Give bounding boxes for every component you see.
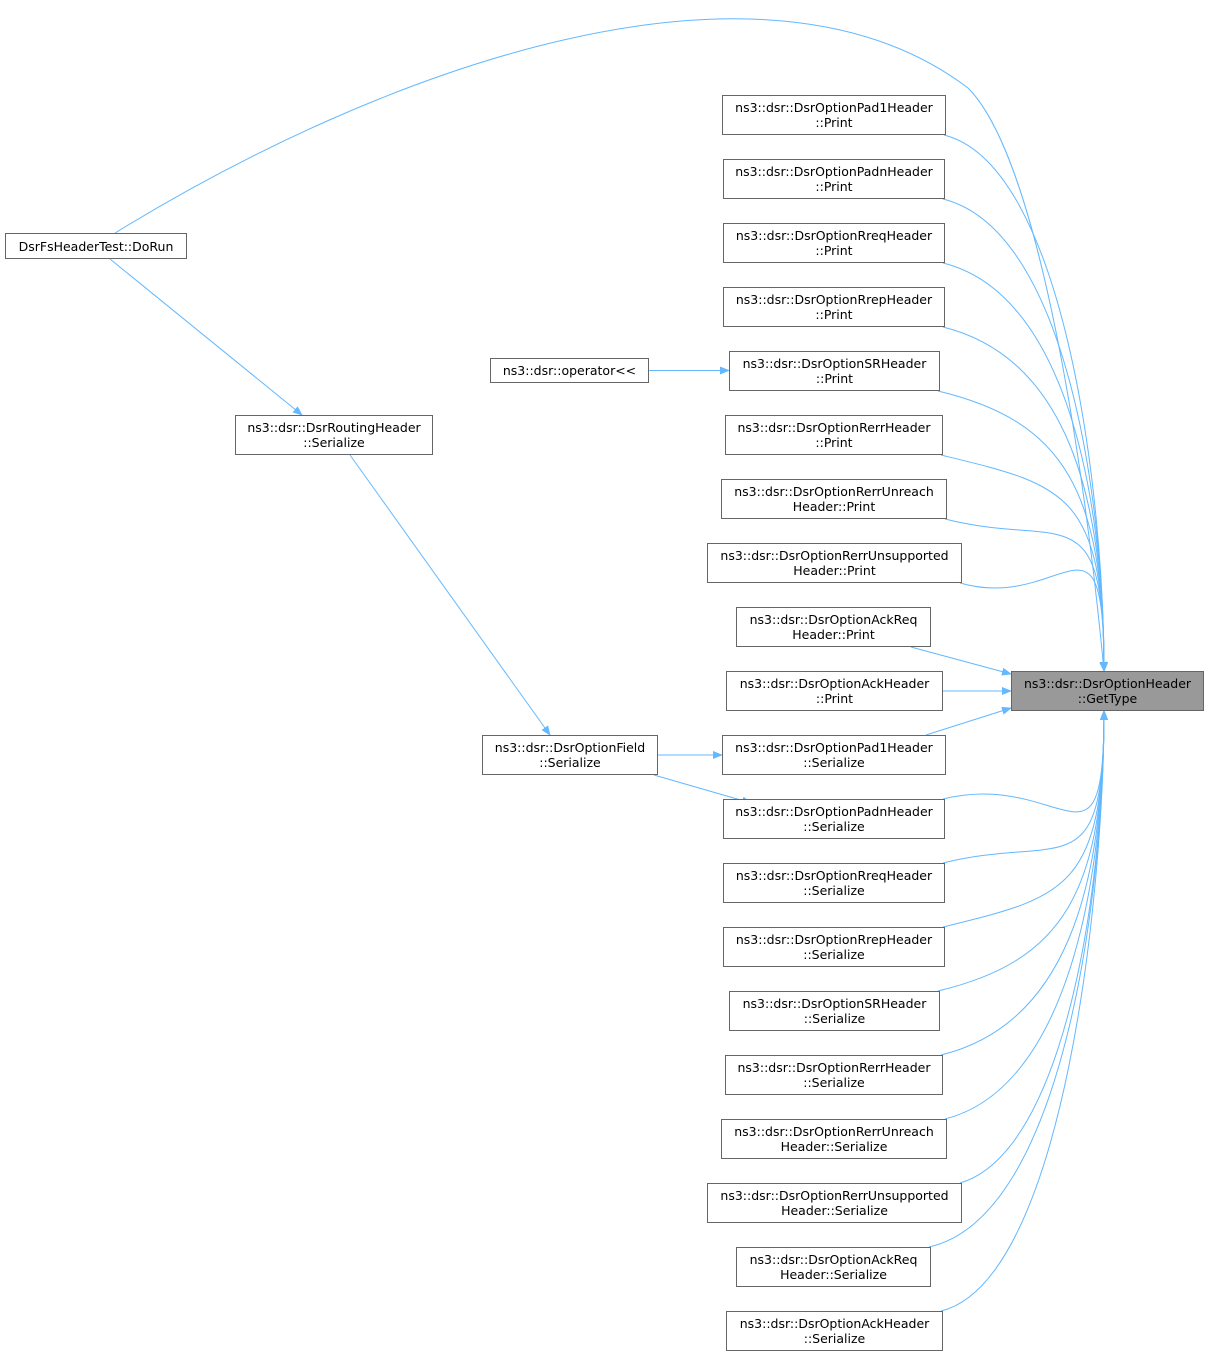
node-label-line: ns3::dsr::DsrOptionRerrUnreach	[734, 1124, 934, 1139]
node-label-line: ns3::dsr::DsrOptionAckHeader	[739, 676, 930, 691]
node-dsr-operator-stream[interactable]: ns3::dsr::operator<<	[490, 358, 649, 383]
node-label-line: ::Serialize	[803, 755, 865, 770]
node-label-line: ::Print	[815, 179, 853, 194]
edge-rerrunreach-print-to-target	[944, 518, 1108, 672]
node-label-line: ns3::dsr::DsrOptionRerrUnsupported	[720, 548, 949, 563]
node-label-line: ns3::dsr::DsrOptionRrepHeader	[735, 292, 933, 307]
edge-pad1-print-to-target	[943, 134, 1108, 672]
node-label-line: ns3::dsr::DsrOptionRerrHeader	[737, 420, 931, 435]
edge-rrep-serialize-to-target	[942, 710, 1108, 928]
node-label-line: ::Print	[815, 115, 853, 130]
node-label-line: ::Serialize	[803, 947, 865, 962]
edge-field-serialize-to-padn-serialize	[653, 774, 752, 805]
node-label-line: ::Print	[815, 435, 853, 450]
node-label-line: ns3::dsr::DsrOptionSRHeader	[742, 996, 927, 1011]
node-label-line: ns3::dsr::DsrRoutingHeader	[247, 420, 421, 435]
node-label-line: ns3::dsr::DsrOptionAckHeader	[739, 1316, 930, 1331]
node-label-line: ns3::dsr::DsrOptionRerrUnsupported	[720, 1188, 949, 1203]
node-label-line: Header::Serialize	[780, 1267, 887, 1282]
node-dsroptionrerrheader-serialize[interactable]: ns3::dsr::DsrOptionRerrHeader::Serialize	[725, 1055, 943, 1095]
node-dsroptionpadnheader-print[interactable]: ns3::dsr::DsrOptionPadnHeader::Print	[723, 159, 945, 199]
node-label-line: ns3::dsr::DsrOptionPad1Header	[735, 100, 933, 115]
node-dsroptionrrepheader-serialize[interactable]: ns3::dsr::DsrOptionRrepHeader::Serialize	[723, 927, 945, 967]
node-label-line: ns3::dsr::DsrOptionPadnHeader	[735, 804, 933, 819]
node-dsroptionrrepheader-print[interactable]: ns3::dsr::DsrOptionRrepHeader::Print	[723, 287, 945, 327]
node-dsrroutingheader-serialize[interactable]: ns3::dsr::DsrRoutingHeader::Serialize	[235, 415, 433, 455]
node-label-line: ::Serialize	[803, 819, 865, 834]
node-label-line: Header::Print	[792, 627, 875, 642]
edge-routing-serialize-to-field-serialize	[349, 454, 551, 736]
node-dsrfsheadertest-dorun[interactable]: DsrFsHeaderTest::DoRun	[5, 233, 187, 259]
node-label-line: ::Serialize	[803, 1011, 866, 1026]
edge-rreq-serialize-to-target	[942, 710, 1108, 864]
node-label-line: ns3::dsr::DsrOptionField	[494, 740, 646, 755]
node-dsroptionackheader-serialize[interactable]: ns3::dsr::DsrOptionAckHeader::Serialize	[726, 1311, 943, 1351]
node-dsroptionpadnheader-serialize[interactable]: ns3::dsr::DsrOptionPadnHeader::Serialize	[723, 799, 945, 839]
node-label-line: ns3::dsr::DsrOptionRreqHeader	[735, 228, 933, 243]
node-dsroptionrerrheader-print[interactable]: ns3::dsr::DsrOptionRerrHeader::Print	[725, 415, 943, 455]
node-label-line: ::Serialize	[303, 435, 365, 450]
edge-dorun-to-routing-serialize	[109, 258, 303, 416]
node-label-line: ns3::dsr::DsrOptionAckReq	[749, 612, 918, 627]
edge-ackreq-serialize-to-target	[928, 710, 1108, 1248]
node-label-line: ::Serialize	[803, 883, 865, 898]
node-label-line: ns3::dsr::DsrOptionAckReq	[749, 1252, 918, 1267]
node-label-line: Header::Serialize	[780, 1139, 888, 1154]
node-dsroptionrreqheader-print[interactable]: ns3::dsr::DsrOptionRreqHeader::Print	[723, 223, 945, 263]
node-label-line: ns3::dsr::DsrOptionRerrUnreach	[734, 484, 934, 499]
node-dsroptionpad1header-serialize[interactable]: ns3::dsr::DsrOptionPad1Header::Serialize	[722, 735, 946, 775]
node-label-line: ::GetType	[1077, 691, 1138, 706]
node-label-line: ns3::dsr::DsrOptionRreqHeader	[735, 868, 933, 883]
node-label-line: ns3::dsr::DsrOptionRerrHeader	[737, 1060, 931, 1075]
edge-sr-print-to-target	[937, 390, 1108, 672]
node-label-line: ::Print	[815, 243, 853, 258]
node-label-line: ::Serialize	[539, 755, 601, 770]
node-label-line: Header::Serialize	[781, 1203, 888, 1218]
node-dsroptionfield-serialize[interactable]: ns3::dsr::DsrOptionField::Serialize	[482, 735, 658, 775]
node-label-line: ::Print	[815, 691, 854, 706]
node-dsroptionsrheader-serialize[interactable]: ns3::dsr::DsrOptionSRHeader::Serialize	[729, 991, 940, 1031]
edge-padn-print-to-target	[942, 198, 1108, 672]
node-label-line: ns3::dsr::DsrOptionRrepHeader	[735, 932, 933, 947]
node-dsroptionackheader-print[interactable]: ns3::dsr::DsrOptionAckHeader::Print	[726, 671, 943, 711]
edge-rerrunreach-serialize-to-target	[944, 710, 1108, 1120]
node-label-line: DsrFsHeaderTest::DoRun	[18, 238, 174, 254]
edge-rerr-print-to-target	[940, 454, 1108, 672]
node-dsroptionheader-gettype: ns3::dsr::DsrOptionHeader::GetType	[1011, 671, 1204, 711]
node-label-line: Header::Print	[793, 563, 876, 578]
edge-pad1-serialize-to-target	[925, 706, 1012, 736]
node-label-line: ::Print	[815, 307, 853, 322]
edge-ack-serialize-to-target	[940, 710, 1108, 1312]
node-dsroptionsrheader-print[interactable]: ns3::dsr::DsrOptionSRHeader::Print	[729, 351, 940, 391]
node-label-line: ns3::dsr::DsrOptionPad1Header	[735, 740, 933, 755]
edge-rerrunsup-serialize-to-target	[959, 710, 1108, 1184]
node-label-line: ::Print	[815, 371, 854, 386]
edge-sr-serialize-to-target	[937, 710, 1108, 992]
edge-ackreq-print-to-target	[910, 646, 1012, 676]
node-label-line: Header::Print	[792, 499, 876, 514]
edge-rerr-serialize-to-target	[940, 710, 1108, 1056]
node-label-line: ns3::dsr::DsrOptionHeader	[1023, 676, 1192, 691]
node-label-line: ns3::dsr::DsrOptionSRHeader	[742, 356, 927, 371]
node-label-line: ns3::dsr::DsrOptionPadnHeader	[735, 164, 933, 179]
node-label-line: ns3::dsr::operator<<	[502, 363, 637, 378]
node-label-line: ::Serialize	[803, 1075, 865, 1090]
node-dsroptionrreqheader-serialize[interactable]: ns3::dsr::DsrOptionRreqHeader::Serialize	[723, 863, 945, 903]
node-label-line: ::Serialize	[803, 1331, 866, 1346]
edge-padn-serialize-to-target	[942, 710, 1108, 813]
node-dsroptionpad1header-print[interactable]: ns3::dsr::DsrOptionPad1Header::Print	[722, 95, 946, 135]
edge-rerrunsup-print-to-target	[959, 569, 1108, 672]
